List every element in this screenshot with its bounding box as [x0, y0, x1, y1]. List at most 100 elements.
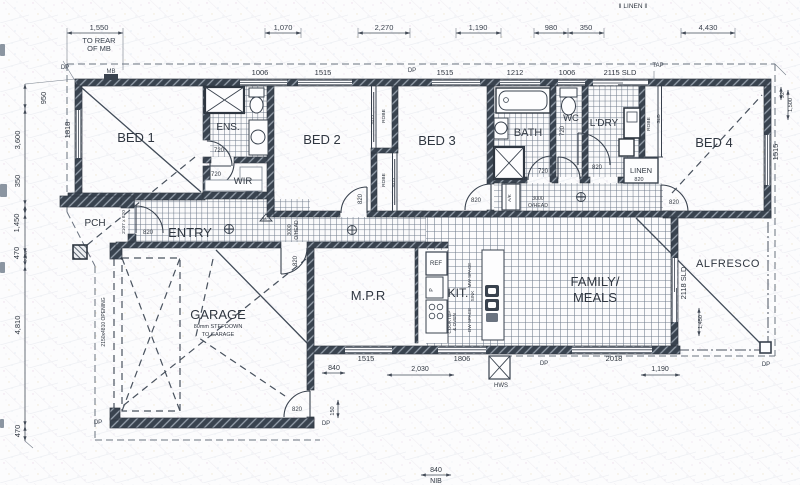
- svg-text:BED 4: BED 4: [695, 135, 733, 150]
- svg-text:PCH: PCH: [84, 218, 105, 229]
- svg-text:ROBE: ROBE: [381, 173, 387, 187]
- svg-text:SLD: SLD: [370, 115, 376, 125]
- svg-text:ROBE: ROBE: [381, 109, 387, 123]
- svg-text:NIB: NIB: [430, 478, 442, 485]
- svg-text:ROBE: ROBE: [646, 117, 652, 131]
- svg-text:1515: 1515: [358, 354, 375, 363]
- svg-text:WIR: WIR: [234, 176, 253, 187]
- svg-text:DP: DP: [94, 420, 102, 426]
- svg-text:350: 350: [580, 23, 593, 32]
- svg-text:DP: DP: [540, 361, 548, 367]
- svg-text:MEALS: MEALS: [573, 290, 617, 305]
- svg-text:ENS.: ENS.: [216, 122, 239, 133]
- svg-text:1,070: 1,070: [274, 23, 293, 32]
- svg-text:DP: DP: [408, 68, 416, 74]
- svg-text:1,550: 1,550: [90, 23, 109, 32]
- svg-text:3,600: 3,600: [13, 131, 22, 150]
- svg-text:P: P: [429, 288, 435, 292]
- svg-text:SLD: SLD: [391, 178, 397, 188]
- svg-text:3000: 3000: [532, 196, 544, 202]
- svg-text:1006: 1006: [559, 68, 576, 77]
- svg-text:REW: REW: [23, 250, 28, 261]
- svg-text:2,030: 2,030: [411, 366, 429, 373]
- svg-text:1,500: 1,500: [788, 98, 794, 112]
- svg-text:A/K: A/K: [507, 193, 513, 202]
- svg-text:2,270: 2,270: [375, 23, 394, 32]
- svg-text:3000: 3000: [287, 224, 293, 235]
- svg-text:1,190: 1,190: [469, 23, 488, 32]
- svg-text:REF: REF: [430, 261, 442, 267]
- svg-text:2118 SLD: 2118 SLD: [679, 266, 688, 299]
- svg-text:COOKTOP: COOKTOP: [447, 311, 452, 334]
- svg-text:840: 840: [430, 467, 442, 474]
- svg-text:HWS: HWS: [494, 383, 508, 389]
- svg-text:720: 720: [538, 169, 549, 175]
- svg-text:820: 820: [592, 165, 603, 171]
- svg-text:BED 3: BED 3: [418, 133, 456, 148]
- svg-text:BATH: BATH: [514, 127, 543, 139]
- svg-text:720: 720: [214, 148, 225, 154]
- svg-text:DP: DP: [61, 65, 69, 71]
- svg-text:470: 470: [13, 425, 22, 438]
- svg-text:& OVEN: & OVEN: [452, 313, 457, 330]
- svg-text:TAP: TAP: [652, 63, 663, 69]
- svg-text:80mm STEPDOWN: 80mm STEPDOWN: [194, 324, 243, 330]
- svg-text:1515: 1515: [437, 68, 454, 77]
- svg-text:1212: 1212: [507, 68, 524, 77]
- svg-text:DP: DP: [322, 421, 330, 427]
- svg-text:2018: 2018: [606, 354, 623, 363]
- svg-text:820: 820: [358, 193, 364, 204]
- svg-text:2115 SLD: 2115 SLD: [604, 68, 637, 77]
- svg-text:820: 820: [143, 230, 154, 236]
- svg-text:BED 1: BED 1: [117, 130, 155, 145]
- svg-text:O/HEAD: O/HEAD: [528, 203, 548, 209]
- svg-text:M.P.R: M.P.R: [351, 288, 385, 303]
- svg-text:820: 820: [293, 255, 299, 266]
- svg-text:‖ LINEN ‖: ‖ LINEN ‖: [619, 3, 647, 10]
- svg-text:TO GARAGE: TO GARAGE: [202, 332, 235, 338]
- svg-text:OF MB: OF MB: [87, 44, 111, 53]
- svg-text:1515: 1515: [771, 144, 780, 161]
- svg-text:MB: MB: [107, 69, 116, 75]
- svg-text:1806: 1806: [454, 354, 471, 363]
- svg-text:BED 2: BED 2: [303, 132, 341, 147]
- svg-text:820: 820: [669, 200, 680, 206]
- svg-text:2107 x 820: 2107 x 820: [121, 210, 127, 234]
- svg-text:RA: RA: [262, 217, 268, 221]
- svg-text:150: 150: [330, 406, 336, 415]
- svg-text:4,810: 4,810: [13, 316, 22, 335]
- svg-text:GARAGE: GARAGE: [190, 307, 246, 322]
- svg-text:1,450: 1,450: [12, 214, 21, 233]
- svg-text:820: 820: [292, 407, 303, 413]
- svg-text:2150x4810 OPENING: 2150x4810 OPENING: [101, 297, 107, 346]
- svg-text:1515: 1515: [315, 68, 332, 77]
- svg-text:350: 350: [13, 175, 22, 188]
- svg-text:1,190: 1,190: [651, 366, 669, 373]
- svg-text:92: 92: [780, 92, 786, 98]
- svg-text:980: 980: [545, 23, 558, 32]
- svg-text:ENTRY: ENTRY: [168, 225, 212, 240]
- svg-text:L'DRY: L'DRY: [590, 118, 619, 129]
- svg-text:1006: 1006: [252, 68, 269, 77]
- svg-text:MW SPACE: MW SPACE: [467, 263, 472, 288]
- svg-text:SINK: SINK: [470, 290, 475, 302]
- svg-text:1,450: 1,450: [698, 315, 704, 329]
- svg-text:720: 720: [211, 172, 222, 178]
- svg-text:DW SPACE: DW SPACE: [467, 308, 472, 332]
- svg-text:1818: 1818: [63, 122, 72, 139]
- svg-text:470: 470: [12, 247, 21, 260]
- svg-text:950: 950: [39, 92, 48, 105]
- svg-text:WC: WC: [563, 113, 579, 124]
- svg-text:LINEN: LINEN: [630, 166, 652, 175]
- svg-text:820: 820: [471, 198, 482, 204]
- svg-text:KIT.: KIT.: [448, 286, 469, 300]
- svg-text:SLD: SLD: [656, 114, 662, 124]
- svg-text:FAMILY/: FAMILY/: [571, 274, 620, 289]
- svg-text:DP: DP: [762, 362, 770, 368]
- svg-text:840: 840: [328, 365, 340, 372]
- svg-text:4,430: 4,430: [699, 23, 718, 32]
- svg-text:820: 820: [634, 177, 643, 183]
- svg-text:720: 720: [560, 125, 566, 136]
- svg-text:TO REAR: TO REAR: [82, 36, 116, 45]
- svg-text:O/HEAD: O/HEAD: [294, 220, 300, 240]
